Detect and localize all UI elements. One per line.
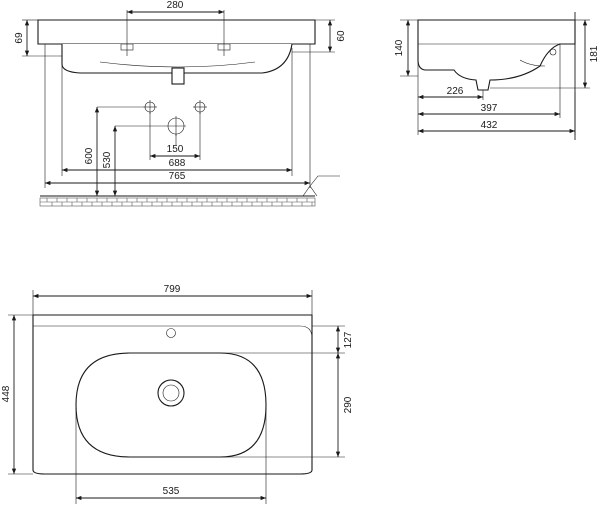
dim-397: 397 (481, 103, 498, 114)
floor-hatch (39, 197, 316, 207)
dim-60: 60 (336, 30, 347, 42)
front-basin-rim (37, 19, 316, 45)
front-drain (171, 67, 185, 85)
dim-69: 69 (14, 32, 25, 44)
dim-535: 535 (163, 486, 180, 497)
dim-280: 280 (167, 0, 184, 11)
dim-226: 226 (447, 86, 464, 97)
side-basin (417, 19, 576, 91)
top-drain-inner (162, 384, 180, 402)
dim-530: 530 (102, 151, 113, 168)
dim-140: 140 (394, 39, 405, 56)
dim-765: 765 (169, 171, 186, 182)
front-basin-bowl (61, 43, 293, 74)
top-view: 799 448 127 290 535 (1, 284, 354, 504)
dim-150: 150 (167, 144, 184, 155)
dim-432: 432 (481, 120, 498, 131)
dim-799: 799 (164, 284, 181, 295)
side-tap-hole (549, 48, 557, 56)
top-drain-outer (157, 379, 185, 407)
dim-448: 448 (1, 385, 12, 402)
dim-688: 688 (169, 158, 186, 169)
dim-600: 600 (84, 147, 95, 164)
side-view: 140 181 226 397 432 (394, 12, 600, 140)
dim-127: 127 (343, 331, 354, 348)
top-tap-hole (166, 328, 176, 338)
front-view: 280 69 60 150 688 (14, 0, 347, 207)
dim-290: 290 (343, 396, 354, 413)
floor-level-icon (302, 175, 340, 197)
dim-181: 181 (589, 45, 600, 62)
